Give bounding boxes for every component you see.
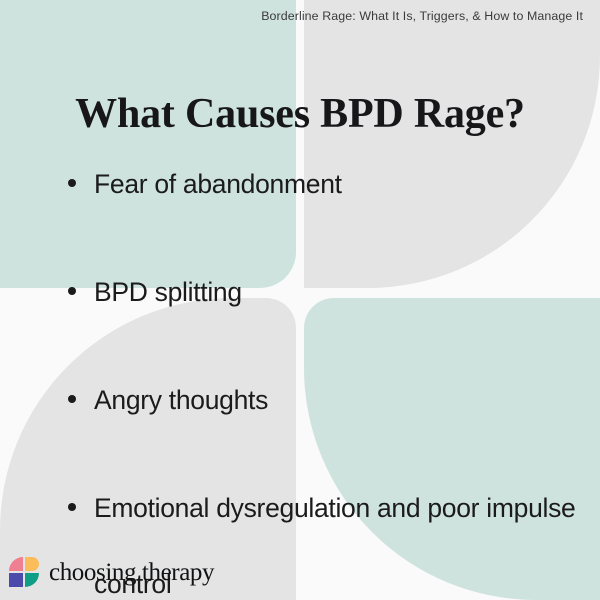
bullet-dot-icon — [68, 287, 76, 295]
list-item: Fear of abandonment — [58, 146, 578, 222]
list-item-label: Angry thoughts — [94, 385, 269, 415]
list-item: BPD splitting — [58, 254, 578, 330]
bullet-dot-icon — [68, 503, 76, 511]
mark-quadrant-top-right — [25, 557, 39, 571]
mark-quadrant-bottom-right — [25, 573, 39, 587]
article-title-kicker: Borderline Rage: What It Is, Triggers, &… — [261, 9, 583, 23]
list-item-label: Fear of abandonment — [94, 169, 342, 199]
bullet-dot-icon — [68, 395, 76, 403]
mark-quadrant-bottom-left — [9, 573, 23, 587]
list-item: Angry thoughts — [58, 362, 578, 438]
mark-quadrant-top-left — [9, 557, 23, 571]
background-panel-top-left — [0, 0, 296, 288]
list-item: Emotional dysregulation and poor impulse… — [58, 470, 578, 600]
brand-wordmark: choosing therapy — [49, 558, 215, 586]
bullet-dot-icon — [68, 179, 76, 187]
causes-list: Fear of abandonment BPD splitting Angry … — [58, 146, 578, 600]
brand-logo: choosing therapy — [9, 557, 214, 588]
choosing-therapy-mark-icon — [9, 557, 40, 588]
page-title: What Causes BPD Rage? — [75, 91, 525, 138]
list-item-label: BPD splitting — [94, 277, 242, 307]
list-item-label: Emotional dysregulation and poor impulse… — [94, 493, 576, 599]
